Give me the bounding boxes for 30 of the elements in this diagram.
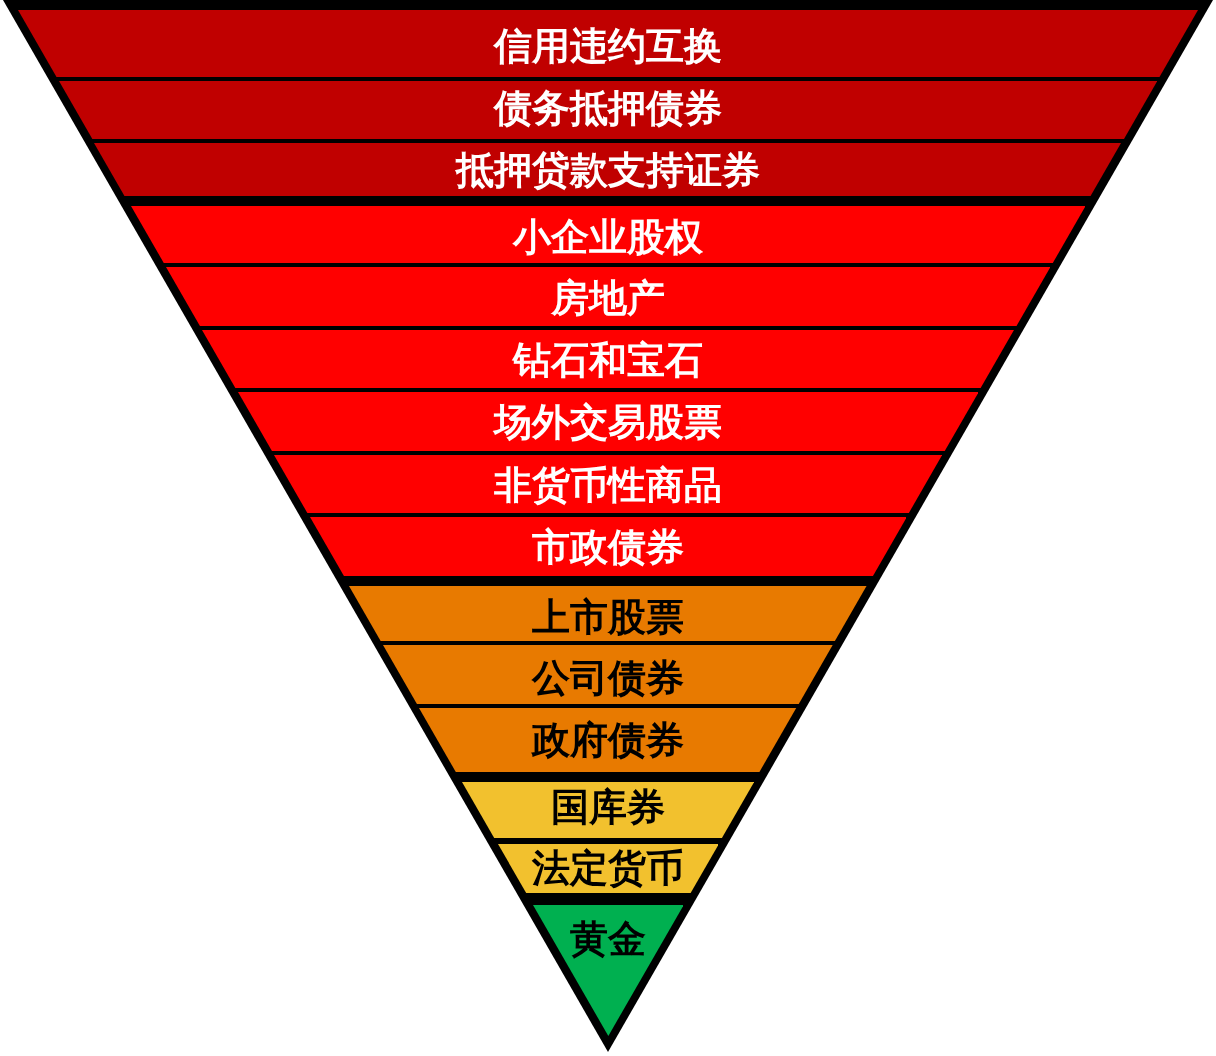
tier-label: 小企业股权: [513, 215, 703, 259]
pyramid-tier: [349, 586, 867, 641]
tier-label: 非货币性商品: [494, 463, 722, 507]
pyramid-tier: [202, 330, 1014, 388]
pyramid-tier: [497, 844, 719, 893]
tier-label: 上市股票: [532, 595, 684, 639]
tier-label: 政府债券: [532, 718, 684, 762]
pyramid-tier: [58, 81, 1158, 139]
tier-label: 债务抵押债券: [494, 86, 722, 130]
pyramid-tier: [130, 206, 1086, 263]
pyramid-tier: [273, 455, 943, 513]
pyramid-tier: [94, 143, 1122, 196]
pyramid-tier: [237, 392, 979, 451]
tier-label: 市政债券: [532, 525, 684, 569]
tier-label: 信用违约互换: [494, 24, 722, 68]
tier-label: 房地产: [551, 276, 665, 320]
tier-label: 国库券: [551, 785, 665, 829]
tier-label: 法定货币: [532, 846, 684, 890]
pyramid-tier: [383, 645, 833, 704]
pyramid-tier: [18, 10, 1198, 77]
tier-label: 抵押贷款支持证券: [456, 148, 760, 192]
pyramid-tier: [532, 905, 684, 1036]
pyramid-tier: [419, 708, 797, 772]
tier-label: 场外交易股票: [494, 400, 722, 444]
tier-label: 钻石和宝石: [513, 338, 703, 382]
pyramid-tier: [309, 517, 907, 576]
tier-label: 公司债券: [532, 656, 684, 700]
pyramid-tier: [165, 267, 1051, 326]
tier-label: 黄金: [570, 917, 646, 961]
pyramid-tier: [461, 782, 755, 838]
